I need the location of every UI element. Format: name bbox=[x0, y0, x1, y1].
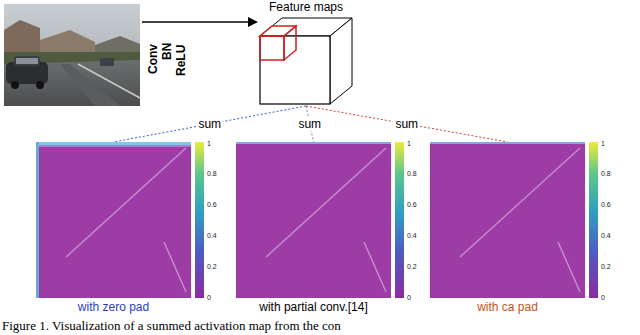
colorbar-tick: 0.4 bbox=[207, 232, 217, 239]
dotted-connector bbox=[114, 106, 307, 142]
colorbar-tick: 0.2 bbox=[407, 263, 417, 270]
map-caption: with partial conv.[14] bbox=[236, 300, 391, 314]
colorbar-tick: 0.4 bbox=[601, 232, 611, 239]
edge-label: sum bbox=[393, 117, 420, 131]
colorbar-tick: 1 bbox=[601, 140, 605, 147]
colorbar-tick: 0.8 bbox=[407, 170, 417, 177]
layer-name: ReLU bbox=[174, 45, 188, 76]
heatmap-image bbox=[430, 142, 605, 298]
activation-map: with ca pad bbox=[430, 142, 620, 314]
map-caption: with zero pad bbox=[36, 300, 191, 314]
colorbar-tick: 0.6 bbox=[601, 201, 611, 208]
colorbar-tick: 0.6 bbox=[207, 201, 217, 208]
heatmap-image bbox=[236, 142, 411, 298]
layer-name: Conv bbox=[146, 44, 160, 74]
feature-map-cube: Feature maps bbox=[250, 0, 362, 106]
activation-map: with zero pad bbox=[36, 142, 226, 314]
edge-label: sum bbox=[296, 117, 323, 131]
dotted-connector bbox=[306, 106, 508, 142]
colorbar-tick: 0.8 bbox=[207, 170, 217, 177]
heatmap-image bbox=[36, 142, 211, 298]
map-caption: with ca pad bbox=[430, 300, 585, 314]
colorbar-tick: 0.4 bbox=[407, 232, 417, 239]
activation-map: with partial conv.[14] bbox=[236, 142, 426, 314]
edge-label: sum bbox=[196, 117, 223, 131]
colorbar-tick: 0.2 bbox=[601, 263, 611, 270]
colorbar-tick: 0.2 bbox=[207, 263, 217, 270]
figure-caption: Figure 1. Visualization of a summed acti… bbox=[2, 318, 341, 334]
colorbar-tick: 1 bbox=[207, 140, 211, 147]
colorbar-tick: 1 bbox=[407, 140, 411, 147]
node-heading: Feature maps bbox=[250, 0, 362, 14]
colorbar-tick: 0 bbox=[207, 294, 211, 301]
colorbar-tick: 0.6 bbox=[407, 201, 417, 208]
layer-name: BN bbox=[160, 43, 174, 60]
cube-drawing bbox=[250, 14, 362, 106]
colorbar-tick: 0 bbox=[601, 294, 605, 301]
colorbar-tick: 0 bbox=[407, 294, 411, 301]
colorbar-tick: 0.8 bbox=[601, 170, 611, 177]
